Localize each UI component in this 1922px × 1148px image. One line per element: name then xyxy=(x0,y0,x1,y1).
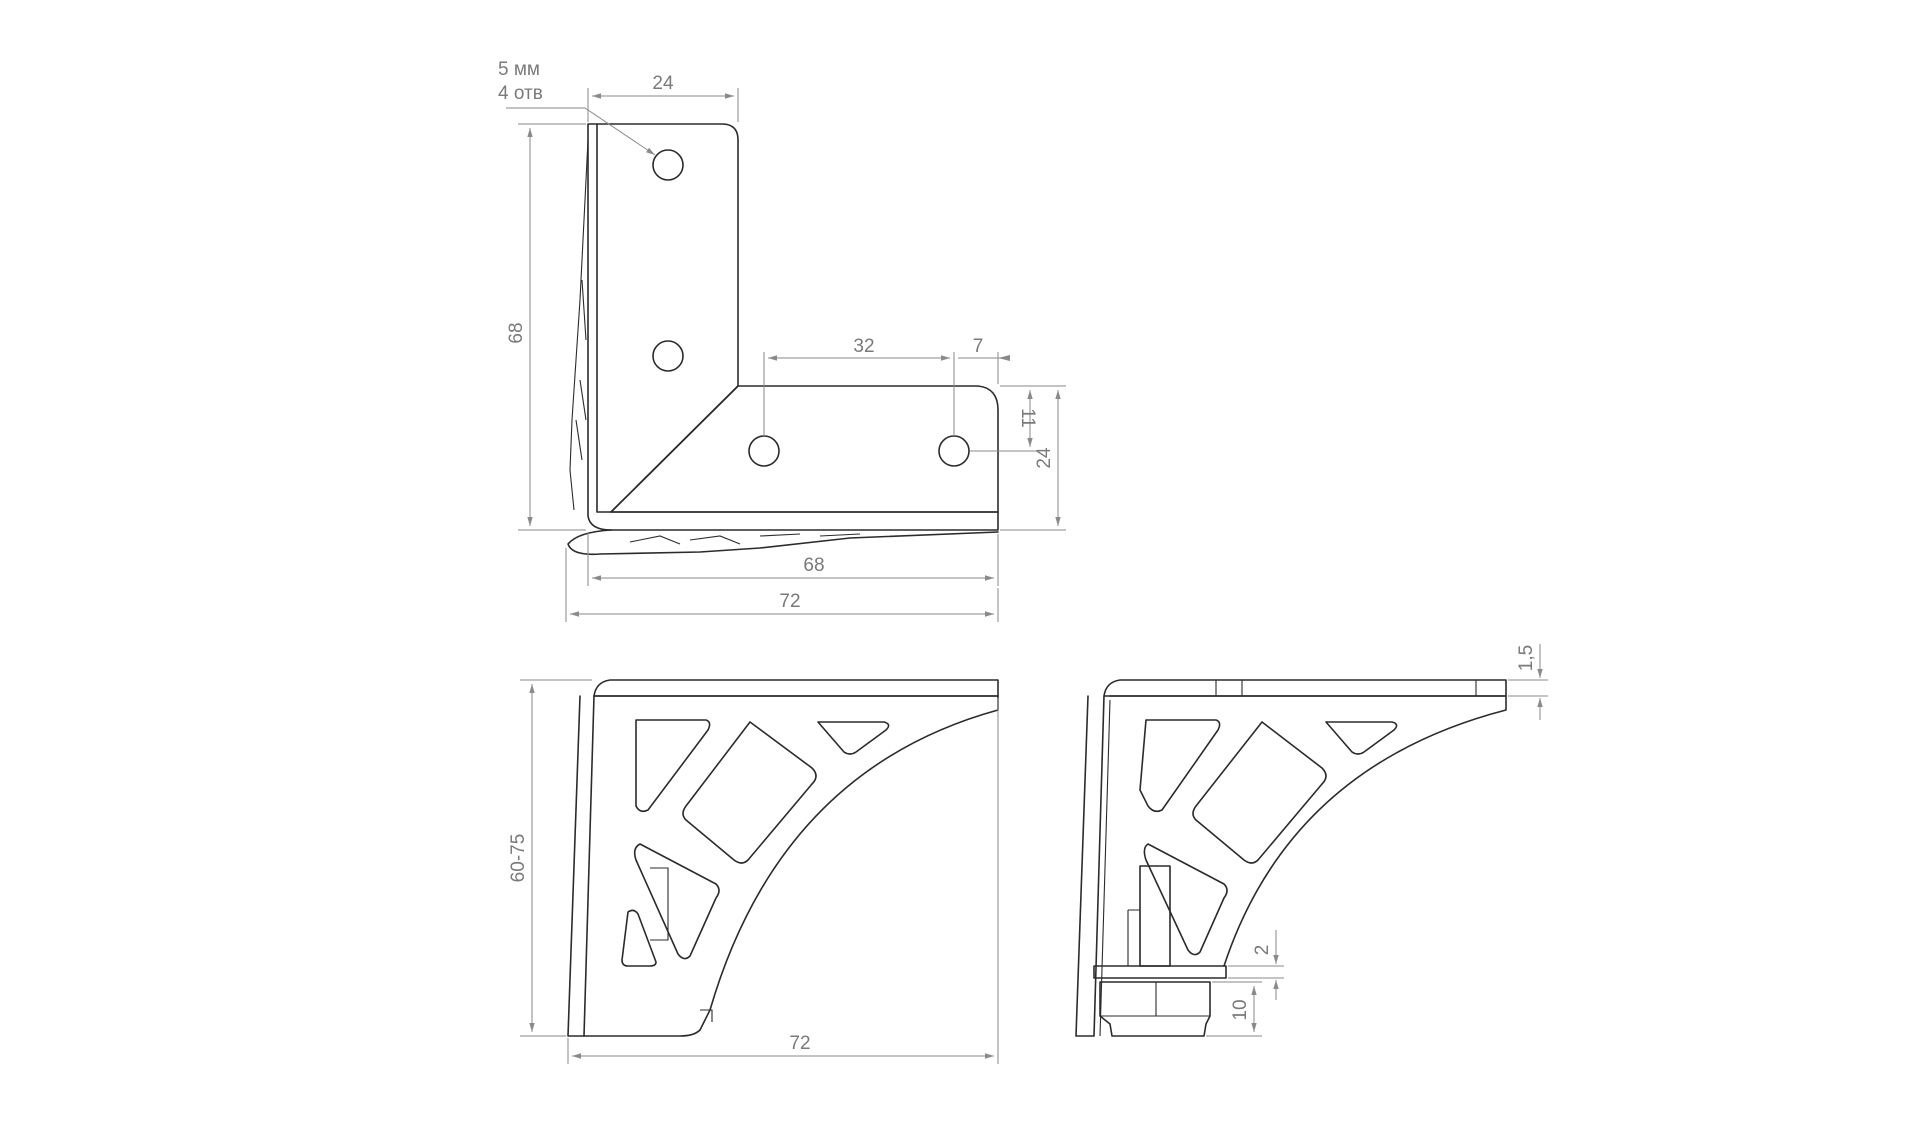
svg-text:7: 7 xyxy=(973,336,984,357)
front-cutout-1 xyxy=(635,719,711,813)
dim-hole-spacing: 32 xyxy=(763,336,955,436)
front-view: 60-75 72 xyxy=(508,679,999,1064)
top-view: 5 мм 4 отв 24 68 32 7 xyxy=(498,59,1066,622)
dim-foot: 10 xyxy=(1206,981,1262,1037)
side-cutout-4 xyxy=(1143,843,1228,956)
svg-text:72: 72 xyxy=(789,1033,810,1054)
svg-text:72: 72 xyxy=(779,591,800,612)
hole-note: 5 мм 4 отв xyxy=(498,59,656,156)
mount-hole-3 xyxy=(748,435,780,467)
dim-thickness: 1,5 xyxy=(1508,644,1548,720)
horizontal-flange xyxy=(610,385,999,513)
front-leg-outline xyxy=(583,695,999,1037)
side-foot xyxy=(1099,981,1211,1037)
side-back-plate xyxy=(1075,695,1105,1037)
mount-hole-1 xyxy=(652,149,684,181)
side-cutout-3 xyxy=(1325,721,1398,755)
left-band xyxy=(587,123,612,531)
dim-height: 68 xyxy=(506,123,586,531)
side-leg-outline xyxy=(1109,695,1507,967)
dim-front-width: 72 xyxy=(567,698,999,1064)
svg-text:24: 24 xyxy=(1034,447,1055,469)
svg-text:2: 2 xyxy=(1252,945,1273,956)
svg-text:1,5: 1,5 xyxy=(1516,645,1537,671)
svg-text:24: 24 xyxy=(652,73,674,94)
svg-text:32: 32 xyxy=(853,336,874,357)
dim-flange-width: 24 xyxy=(587,73,739,122)
leg-skeleton-bottom xyxy=(567,529,999,556)
front-cutout-2 xyxy=(682,721,817,864)
front-cutout-5 xyxy=(621,909,657,967)
dim-hole-offset: 11 xyxy=(970,385,1038,452)
side-washer xyxy=(1093,965,1227,979)
dim-washer: 2 xyxy=(1228,930,1284,1000)
dim-height-range: 60-75 xyxy=(508,679,592,1037)
mount-hole-4 xyxy=(938,435,970,467)
svg-text:68: 68 xyxy=(506,322,527,343)
side-cutout-2 xyxy=(1192,721,1327,864)
front-cutout-3 xyxy=(817,721,890,755)
front-back-plate xyxy=(567,695,595,1037)
hole-note-size: 5 мм xyxy=(498,59,540,80)
dim-hole-edge: 7 xyxy=(958,336,1010,384)
leg-skeleton-left xyxy=(569,139,589,511)
svg-text:10: 10 xyxy=(1230,999,1251,1020)
dim-inner-length: 68 xyxy=(587,532,999,586)
side-view: 1,5 2 10 xyxy=(1075,644,1548,1037)
dim-side-flange: 24 xyxy=(1000,385,1066,531)
svg-text:11: 11 xyxy=(1017,408,1038,428)
front-top-plate xyxy=(593,679,999,697)
svg-text:60-75: 60-75 xyxy=(508,834,529,883)
side-top-plate xyxy=(1103,679,1507,697)
front-stud xyxy=(650,867,669,941)
dim-total-length: 72 xyxy=(565,548,999,622)
hole-note-count: 4 отв xyxy=(498,83,543,104)
front-cutout-4 xyxy=(633,843,720,960)
vertical-flange xyxy=(596,123,739,513)
mount-hole-2 xyxy=(652,340,684,372)
side-cutout-1 xyxy=(1139,719,1221,813)
bottom-band xyxy=(610,511,999,531)
svg-text:68: 68 xyxy=(803,555,824,576)
